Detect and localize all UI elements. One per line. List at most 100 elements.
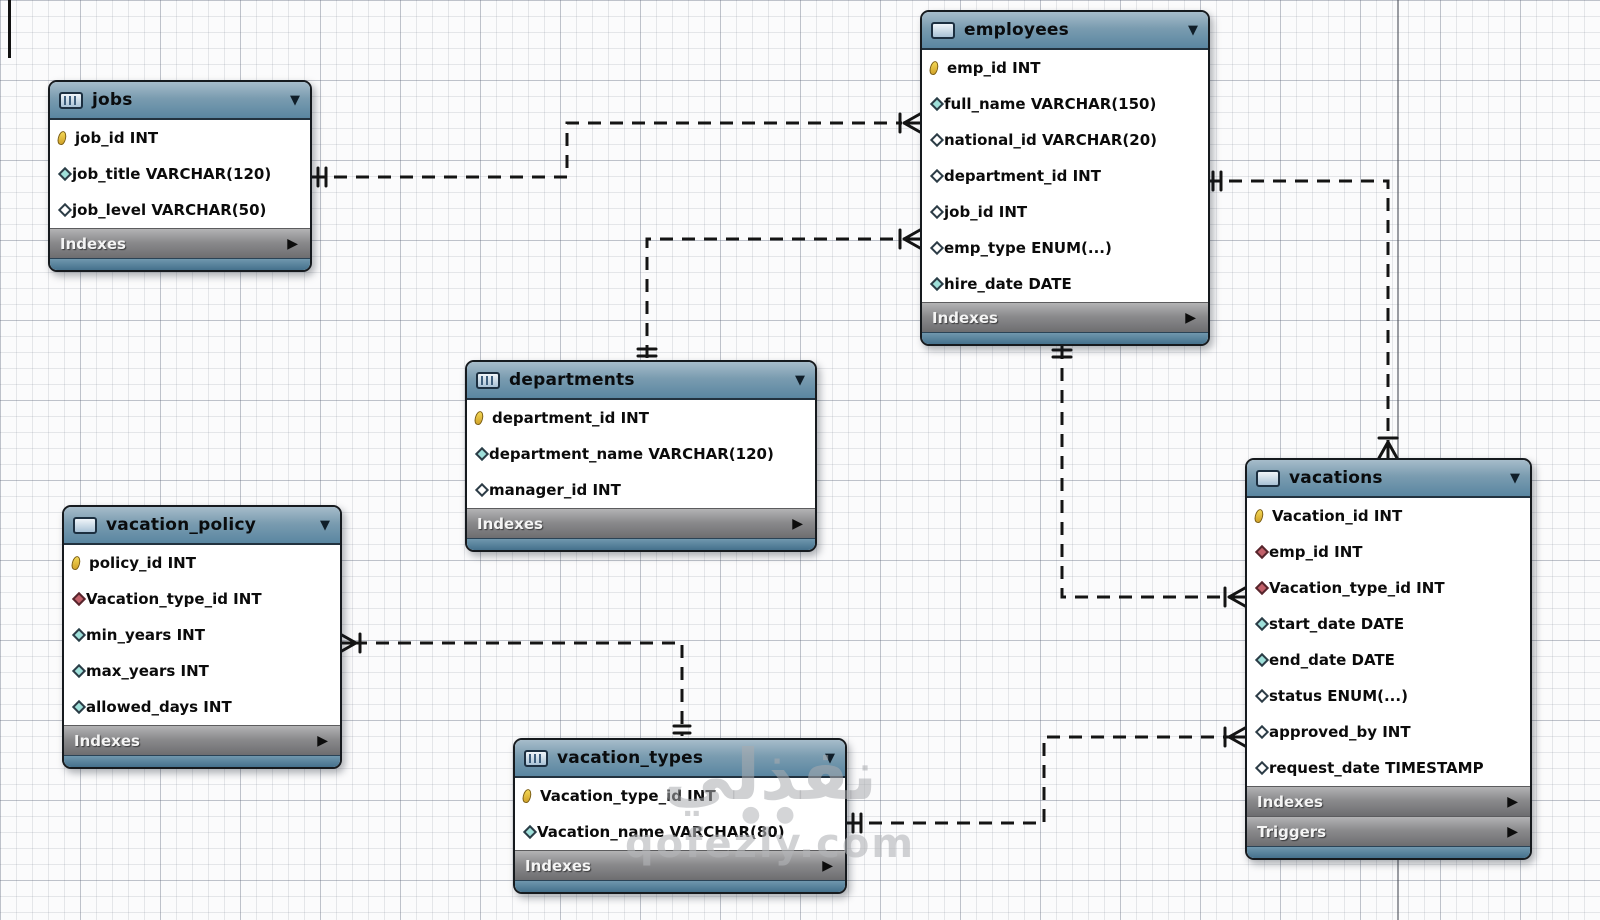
relationship-jobs-employees[interactable] [312, 112, 922, 188]
table-vacation-policy[interactable]: vacation_policy ▼ policy_id INT Vacation_… [62, 505, 342, 769]
table-header[interactable]: employees ▼ [922, 12, 1208, 50]
column-row-status[interactable]: status ENUM(...) [1247, 678, 1530, 714]
section-label: Indexes [1257, 792, 1323, 811]
diamond-cyan-icon [71, 663, 87, 679]
expand-right-icon[interactable]: ▶ [1507, 823, 1518, 840]
relationship-vacation-types-vacations[interactable] [847, 726, 1247, 834]
relationship-employees-vacations-emp[interactable] [1051, 346, 1247, 608]
diamond-cyan-icon [929, 276, 945, 292]
section-bar-indexes[interactable]: Indexes▶ [64, 725, 340, 755]
column-row-approved_by[interactable]: approved_by INT [1247, 714, 1530, 750]
expand-right-icon[interactable]: ▶ [287, 235, 298, 252]
diamond-cyan-icon [71, 627, 87, 643]
chevron-down-icon[interactable]: ▼ [1188, 22, 1198, 38]
table-header[interactable]: vacation_policy ▼ [64, 507, 340, 545]
chevron-down-icon[interactable]: ▼ [825, 750, 835, 766]
column-label: status ENUM(...) [1269, 687, 1408, 705]
chevron-down-icon[interactable]: ▼ [290, 92, 300, 108]
column-row-emp_id[interactable]: emp_id INT [922, 50, 1208, 86]
table-header[interactable]: vacations ▼ [1247, 460, 1530, 498]
column-label: max_years INT [86, 662, 209, 680]
column-row-department_id[interactable]: department_id INT [467, 400, 815, 436]
table-jobs[interactable]: jobs ▼ job_id INT job_title VARCHAR(120) j… [48, 80, 312, 272]
key-icon [56, 130, 68, 146]
table-bottom-strip [515, 880, 845, 892]
diamond-red-icon [71, 591, 87, 607]
relationship-vacation-types-vacation-policy[interactable] [338, 632, 692, 736]
column-row-max_years[interactable]: max_years INT [64, 653, 340, 689]
column-row-emp_type[interactable]: emp_type ENUM(...) [922, 230, 1208, 266]
table-icon [73, 516, 97, 534]
column-row-end_date[interactable]: end_date DATE [1247, 642, 1530, 678]
section-bar-indexes[interactable]: Indexes ▶ [467, 508, 815, 538]
column-label: emp_id INT [947, 59, 1041, 77]
one-mandatory-marker [672, 724, 692, 735]
column-row-Vacation_name[interactable]: Vacation_name VARCHAR(80) [515, 814, 845, 850]
column-row-hire_date[interactable]: hire_date DATE [922, 266, 1208, 302]
column-label: job_id INT [75, 129, 159, 147]
column-row-job_level[interactable]: job_level VARCHAR(50) [50, 192, 310, 228]
column-label: policy_id INT [89, 554, 196, 572]
column-row-Vacation_id[interactable]: Vacation_id INT [1247, 498, 1530, 534]
chevron-down-icon[interactable]: ▼ [1510, 470, 1520, 486]
relationship-employees-vacations-approved[interactable] [1207, 170, 1399, 460]
column-row-min_years[interactable]: min_years INT [64, 617, 340, 653]
table-title: employees [964, 20, 1069, 40]
column-row-Vacation_type_id[interactable]: Vacation_type_id INT [64, 581, 340, 617]
column-label: manager_id INT [489, 481, 621, 499]
table-title: vacations [1289, 468, 1383, 488]
column-label: start_date DATE [1269, 615, 1405, 633]
table-title: jobs [92, 90, 133, 110]
column-row-job_title[interactable]: job_title VARCHAR(120) [50, 156, 310, 192]
crow-foot-marker [1223, 726, 1247, 748]
table-employees[interactable]: employees ▼ emp_id INT full_name VARCHAR(… [920, 10, 1210, 346]
column-row-emp_id[interactable]: emp_id INT [1247, 534, 1530, 570]
chevron-down-icon[interactable]: ▼ [320, 517, 330, 533]
section-bar-indexes[interactable]: Indexes▶ [515, 850, 845, 880]
column-label: job_title VARCHAR(120) [72, 165, 272, 183]
column-label: hire_date DATE [944, 275, 1072, 293]
section-bar-indexes[interactable]: Indexes ▶ [1247, 786, 1530, 816]
column-label: end_date DATE [1269, 651, 1395, 669]
table-header[interactable]: jobs ▼ [50, 82, 310, 120]
chevron-down-icon[interactable]: ▼ [795, 372, 805, 388]
table-title: vacation_policy [106, 515, 256, 535]
diamond-cyan-icon [1254, 652, 1270, 668]
column-row-job_id[interactable]: job_id INT [922, 194, 1208, 230]
expand-right-icon[interactable]: ▶ [1507, 793, 1518, 810]
column-row-allowed_days[interactable]: allowed_days INT [64, 689, 340, 725]
column-row-start_date[interactable]: start_date DATE [1247, 606, 1530, 642]
column-row-Vacation_type_id[interactable]: Vacation_type_id INT [1247, 570, 1530, 606]
section-bar-triggers[interactable]: Triggers▶ [1247, 816, 1530, 846]
table-vacations[interactable]: vacations ▼ Vacation_id INT emp_id INT Vac… [1245, 458, 1532, 860]
column-row-department_name[interactable]: department_name VARCHAR(120) [467, 436, 815, 472]
column-row-job_id[interactable]: job_id INT [50, 120, 310, 156]
expand-right-icon[interactable]: ▶ [792, 515, 803, 532]
section-bar-indexes[interactable]: Indexes ▶ [50, 228, 310, 258]
section-bar-indexes[interactable]: Indexes▶ [922, 302, 1208, 332]
column-label: department_name VARCHAR(120) [489, 445, 774, 463]
section-label: Indexes [60, 234, 126, 253]
section-label: Indexes [477, 514, 543, 533]
column-label: approved_by INT [1269, 723, 1411, 741]
diamond-cyan-icon [71, 699, 87, 715]
expand-right-icon[interactable]: ▶ [822, 857, 833, 874]
column-row-department_id[interactable]: department_id INT [922, 158, 1208, 194]
column-row-full_name[interactable]: full_name VARCHAR(150) [922, 86, 1208, 122]
table-departments[interactable]: departments ▼ department_id INT departmen… [465, 360, 817, 552]
table-header[interactable]: departments ▼ [467, 362, 815, 400]
relationship-departments-employees[interactable] [636, 228, 922, 358]
expand-right-icon[interactable]: ▶ [317, 732, 328, 749]
column-row-policy_id[interactable]: policy_id INT [64, 545, 340, 581]
diamond-cyan-icon [522, 824, 538, 840]
column-row-national_id[interactable]: national_id VARCHAR(20) [922, 122, 1208, 158]
column-row-request_date[interactable]: request_date TIMESTAMP [1247, 750, 1530, 786]
expand-right-icon[interactable]: ▶ [1185, 309, 1196, 326]
table-header[interactable]: vacation_types ▼ [515, 740, 845, 778]
column-row-manager_id[interactable]: manager_id INT [467, 472, 815, 508]
column-label: emp_id INT [1269, 543, 1363, 561]
column-row-Vacation_type_id[interactable]: Vacation_type_id INT [515, 778, 845, 814]
